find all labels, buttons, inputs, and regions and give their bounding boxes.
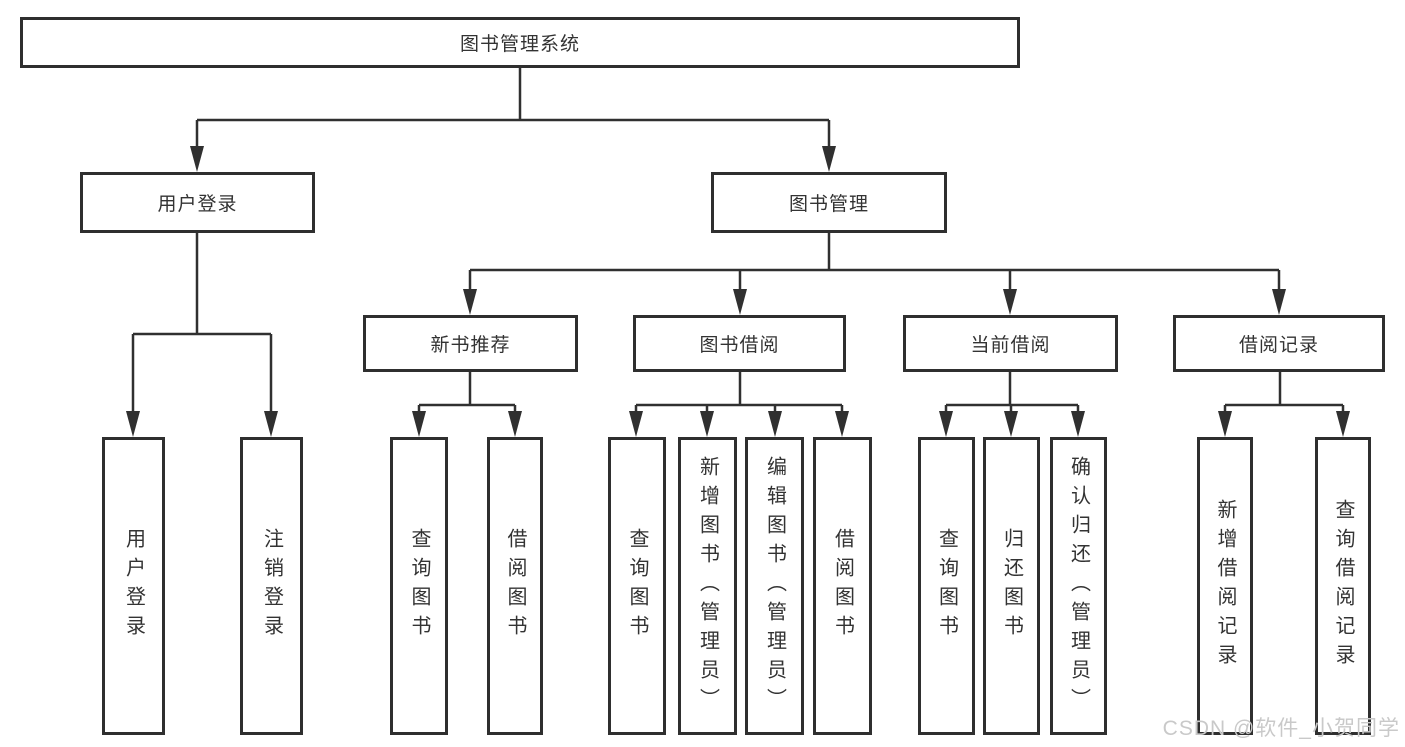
node-leaf-user-login-label: 用户登录 (122, 528, 145, 644)
node-leaf-user-login: 用户登录 (102, 437, 165, 735)
node-leaf-rec-query: 查询图书 (390, 437, 448, 735)
node-leaf-cb-query-label: 查询图书 (935, 528, 958, 644)
node-leaf-bb-edit: 编辑图书（管理员） (745, 437, 804, 735)
node-leaf-logout: 注销登录 (240, 437, 303, 735)
node-user-login: 用户登录 (80, 172, 315, 233)
arrowheads (126, 146, 1350, 437)
node-leaf-br-add-label: 新增借阅记录 (1214, 499, 1236, 673)
node-book-borrow-label: 图书借阅 (699, 335, 780, 356)
node-leaf-bb-edit-label: 编辑图书（管理员） (763, 455, 786, 717)
node-leaf-rec-query-label: 查询图书 (408, 528, 430, 644)
node-borrow-records: 借阅记录 (1173, 315, 1385, 372)
connector-current-borrow-to-leaves (944, 372, 1080, 413)
node-leaf-cb-confirm-label: 确认归还（管理员） (1067, 455, 1090, 717)
node-new-book-rec: 新书推荐 (363, 315, 578, 372)
connector-borrow-records-to-leaves (1223, 372, 1345, 413)
node-leaf-logout-label: 注销登录 (260, 528, 283, 644)
node-leaf-cb-confirm: 确认归还（管理员） (1050, 437, 1107, 735)
node-leaf-br-query: 查询借阅记录 (1315, 437, 1371, 735)
node-current-borrow-label: 当前借阅 (970, 335, 1051, 356)
node-root-label: 图书管理系统 (459, 34, 580, 55)
node-book-mgmt: 图书管理 (711, 172, 947, 233)
node-current-borrow: 当前借阅 (903, 315, 1118, 372)
node-new-book-rec-label: 新书推荐 (430, 335, 511, 356)
node-leaf-rec-borrow: 借阅图书 (487, 437, 543, 735)
node-leaf-br-query-label: 查询借阅记录 (1332, 499, 1354, 673)
node-leaf-rec-borrow-label: 借阅图书 (504, 528, 526, 644)
connector-user-login-to-leaves (131, 232, 273, 413)
node-leaf-cb-return-label: 归还图书 (1000, 528, 1023, 644)
node-book-borrow: 图书借阅 (633, 315, 846, 372)
node-leaf-bb-borrow: 借阅图书 (813, 437, 872, 735)
csdn-watermark: CSDN @软件_小贺同学 (1162, 717, 1400, 740)
node-leaf-br-add: 新增借阅记录 (1197, 437, 1253, 735)
connector-book-mgmt-to-level3 (468, 232, 1281, 291)
node-root: 图书管理系统 (20, 17, 1020, 68)
node-leaf-bb-add-label: 新增图书（管理员） (696, 455, 719, 717)
connector-root-to-level2 (195, 68, 831, 148)
node-leaf-bb-query-label: 查询图书 (626, 528, 648, 644)
connector-new-book-rec-to-leaves (417, 372, 517, 413)
node-leaf-cb-query: 查询图书 (918, 437, 975, 735)
node-borrow-records-label: 借阅记录 (1238, 335, 1319, 356)
node-leaf-bb-borrow-label: 借阅图书 (831, 528, 854, 644)
node-leaf-cb-return: 归还图书 (983, 437, 1040, 735)
connector-book-borrow-to-leaves (634, 372, 844, 413)
node-book-mgmt-label: 图书管理 (788, 194, 869, 215)
node-user-login-label: 用户登录 (157, 194, 238, 215)
node-leaf-bb-query: 查询图书 (608, 437, 666, 735)
node-leaf-bb-add: 新增图书（管理员） (678, 437, 737, 735)
